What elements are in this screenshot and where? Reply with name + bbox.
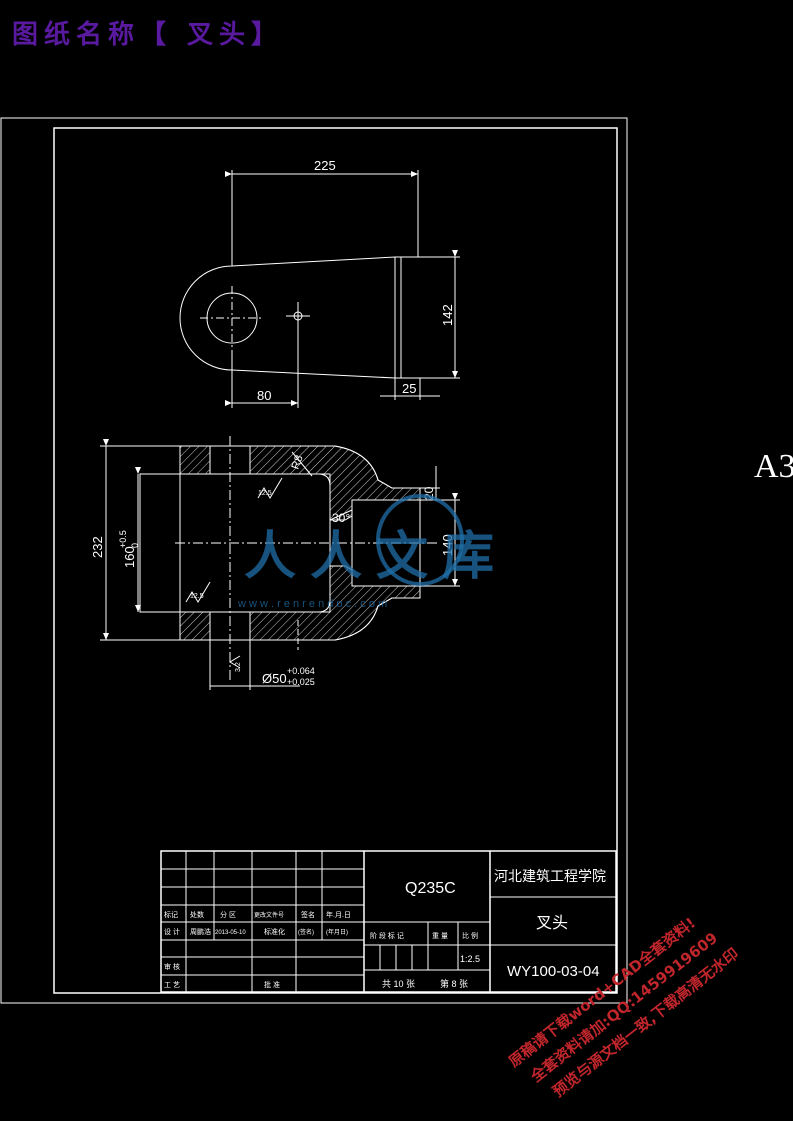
tb-label-count: 处数 <box>190 910 204 919</box>
front-view <box>100 436 460 690</box>
sheet-size-label: A3 <box>754 448 793 485</box>
roughness-label-c: 3.2 <box>235 662 242 672</box>
top-view-outline <box>179 256 396 379</box>
dim-front-bore-tol-lower: +0.025 <box>287 677 315 687</box>
tb-drawing-no: WY100-03-04 <box>507 963 600 980</box>
watermark-logo <box>376 494 464 586</box>
tb-sheets-total: 共 10 张 <box>382 979 415 989</box>
tb-label-approve: 批 准 <box>264 980 280 989</box>
title-block <box>160 850 617 993</box>
roughness-label-b: 12.5 <box>190 593 204 600</box>
inner-border <box>53 127 618 994</box>
drawing-title: 图纸名称【 叉头】 <box>12 20 284 50</box>
tb-designer: 周鹏浩 <box>190 927 211 936</box>
tb-school: 河北建筑工程学院 <box>494 868 606 884</box>
tb-label-design: 设 计 <box>164 927 180 936</box>
dim-top-width: 225 <box>314 158 336 173</box>
tb-sheet-no: 第 8 张 <box>440 978 468 989</box>
dim-front-bore: Ø50 <box>262 671 287 686</box>
dim-front-inner-tol-lower: 0 <box>130 543 140 548</box>
dim-top-height: 142 <box>440 304 455 326</box>
watermark-logo-url: w w w . r e n r e n d o c . c o m <box>237 598 387 610</box>
dim-front-total-height: 232 <box>90 536 105 558</box>
tb-label-change-doc: 更改文件号 <box>254 911 284 919</box>
tb-label-date: 年.月.日 <box>326 910 351 919</box>
tb-label-signature: 签名 <box>301 910 315 919</box>
tb-label-standardize: 标准化 <box>264 927 285 936</box>
dim-front-inner-tol-upper: +0.5 <box>118 530 128 548</box>
tb-label-date-paren: (年月日) <box>326 928 348 936</box>
tb-material: Q235C <box>405 880 456 897</box>
tb-design-date: 2013-05-10 <box>215 930 246 936</box>
watermark-logo-text: 人人文库 <box>244 528 508 586</box>
dim-front-inner-height: 160 <box>122 546 137 568</box>
roughness-label-a: 12.5 <box>258 490 272 497</box>
top-view <box>179 170 460 408</box>
tb-label-weight: 重 量 <box>432 932 448 940</box>
dim-top-hole-offset: 80 <box>257 388 271 403</box>
tb-label-sign-paren: (签名) <box>298 928 314 936</box>
tb-label-stage-mark: 阶 段 标 记 <box>370 931 404 940</box>
dim-front-chamfer-angle: 30° <box>332 511 350 525</box>
tb-scale: 1:2.5 <box>460 954 480 964</box>
tb-label-ratio: 比 例 <box>462 931 478 940</box>
tb-part-name: 叉头 <box>536 914 568 932</box>
outer-border <box>0 117 628 1004</box>
dim-front-shank-height: 140 <box>440 534 455 556</box>
dim-front-bore-tol-upper: +0.064 <box>287 666 315 676</box>
tb-label-review: 审 核 <box>164 962 180 971</box>
tb-label-process: 工 艺 <box>164 981 180 989</box>
dim-top-end-thickness: 25 <box>402 381 416 396</box>
front-outline <box>179 445 421 641</box>
tb-label-zone: 分 区 <box>220 910 236 919</box>
dim-front-fillet: R8 <box>290 454 306 471</box>
tb-label-mark: 标记 <box>164 910 178 919</box>
